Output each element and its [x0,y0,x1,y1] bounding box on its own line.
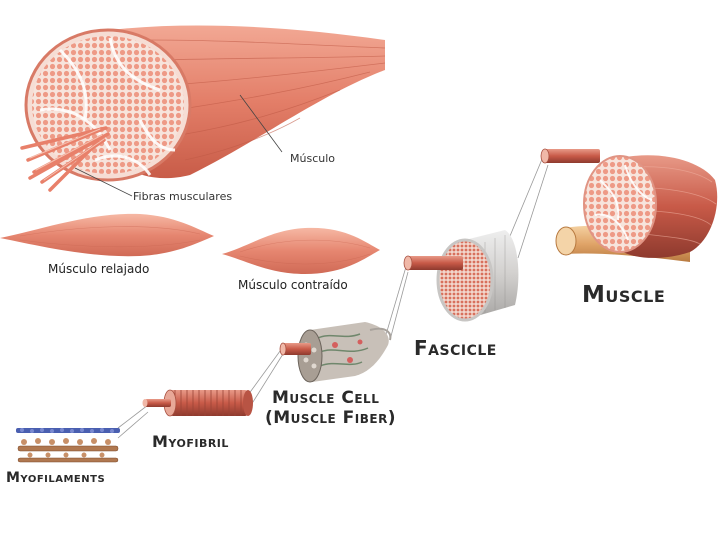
label-muscle-cell: Muscle Cell [272,388,380,408]
myofibril-illustration [142,389,253,417]
muscle-cell-illustration [279,322,392,383]
fascicle-illustration [403,230,519,322]
relaxed-muscle-illustration [0,213,214,257]
hierarchy-connector-lines [117,151,549,439]
label-muscle-fiber: (Muscle Fiber) [265,408,397,428]
muscle-fibers-bundle [20,126,110,192]
label-musculo: Músculo [290,152,335,165]
label-myofilaments: Myofilaments [6,470,106,486]
contracted-muscle-illustration [222,227,380,274]
label-musculo-contraido: Músculo contraído [238,278,348,292]
label-muscle: Muscle [582,282,666,308]
muscle-cross-section-spanish [20,25,386,197]
label-fascicle: Fascicle [414,336,497,360]
label-fibras-musculares: Fibras musculares [133,190,233,203]
myofilaments-illustration [16,428,120,463]
label-myofibril: Myofibril [152,432,229,451]
muscle-illustration [540,148,718,262]
label-musculo-relajado: Músculo relajado [48,262,150,276]
